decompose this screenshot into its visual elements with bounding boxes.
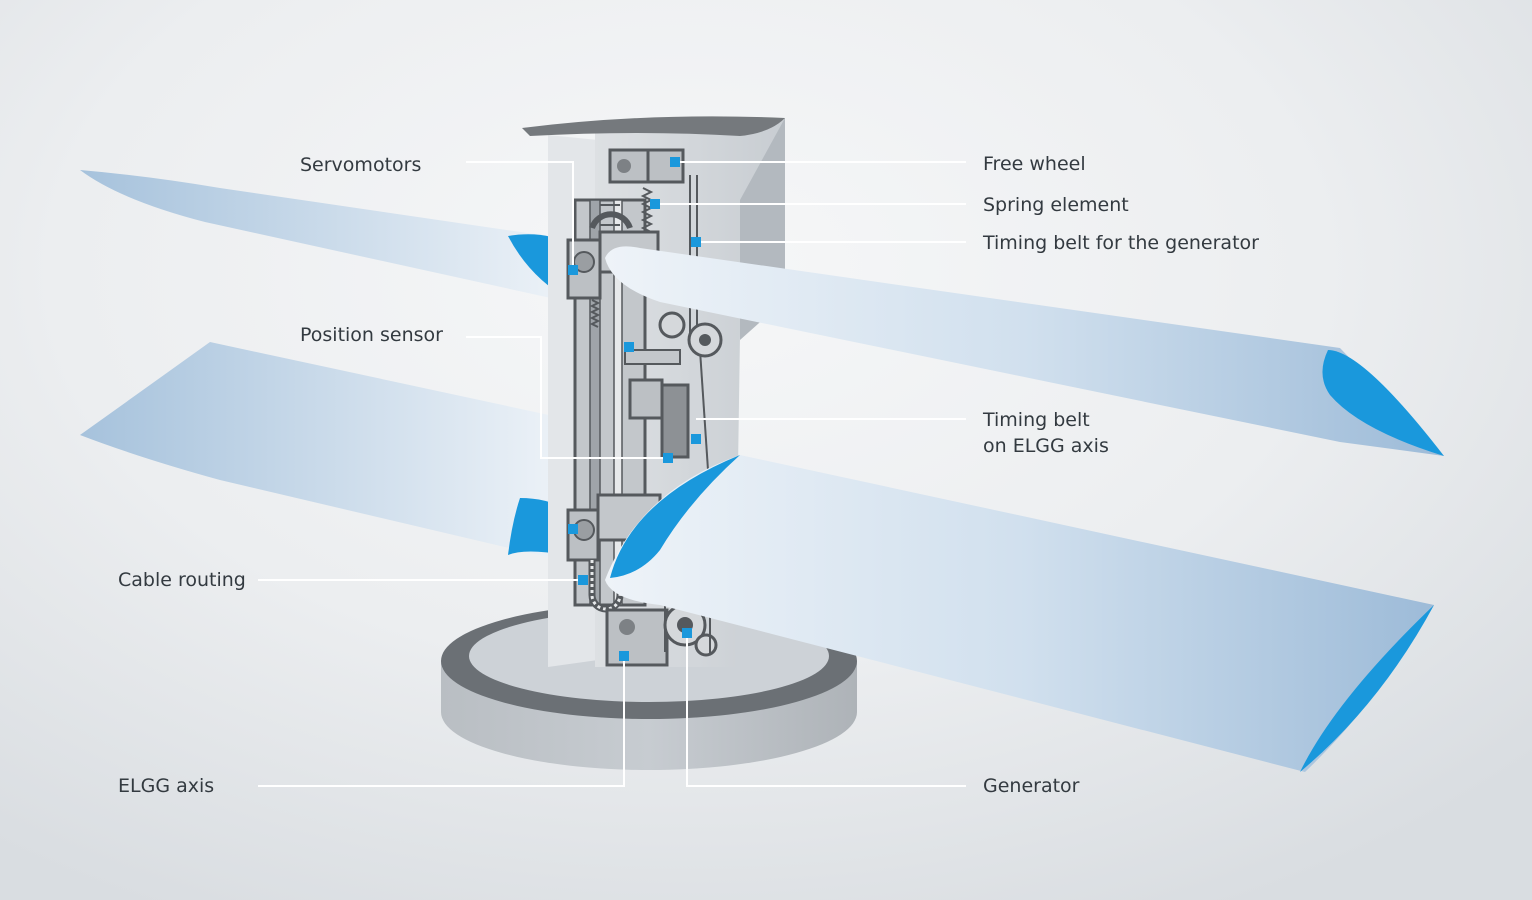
upper-left-blade: [80, 170, 575, 300]
label-spring-element: Spring element: [983, 194, 1129, 216]
marker-timing-belt-elgg: [691, 434, 701, 444]
label-cable-routing: Cable routing: [118, 569, 246, 591]
marker-spring-element: [650, 199, 660, 209]
leader-line-servomotors: [466, 161, 574, 270]
marker-timing-belt-generator: [691, 237, 701, 247]
label-timing-belt-elgg-line1: Timing belt: [983, 409, 1090, 431]
label-position-sensor: Position sensor: [300, 324, 443, 346]
label-timing-belt-elgg-line2: on ELGG axis: [983, 435, 1109, 457]
leader-line-position-sensor: [466, 336, 668, 459]
label-free-wheel: Free wheel: [983, 153, 1086, 175]
leader-line-elgg-axis: [258, 656, 625, 787]
leader-line-generator: [686, 633, 966, 787]
marker-elgg-axis: [619, 651, 629, 661]
marker-cable-routing: [578, 575, 588, 585]
label-servomotors: Servomotors: [300, 154, 422, 176]
callout-markers: [568, 157, 701, 661]
marker-position-sensor: [663, 453, 673, 463]
upper-right-blade: [605, 246, 1444, 456]
marker-servomotor-lower: [568, 524, 578, 534]
label-elgg-axis: ELGG axis: [118, 775, 215, 797]
label-timing-belt-elgg: Timing belt on ELGG axis: [983, 407, 1183, 459]
lower-left-blade: [80, 342, 572, 560]
marker-rail: [624, 342, 634, 352]
label-timing-belt-generator: Timing belt for the generator: [983, 232, 1259, 254]
marker-generator: [682, 628, 692, 638]
marker-free-wheel: [670, 157, 680, 167]
lower-right-blade: [605, 455, 1434, 772]
marker-servomotor-upper: [568, 265, 578, 275]
label-generator: Generator: [983, 775, 1080, 797]
leader-lines: [258, 161, 966, 787]
